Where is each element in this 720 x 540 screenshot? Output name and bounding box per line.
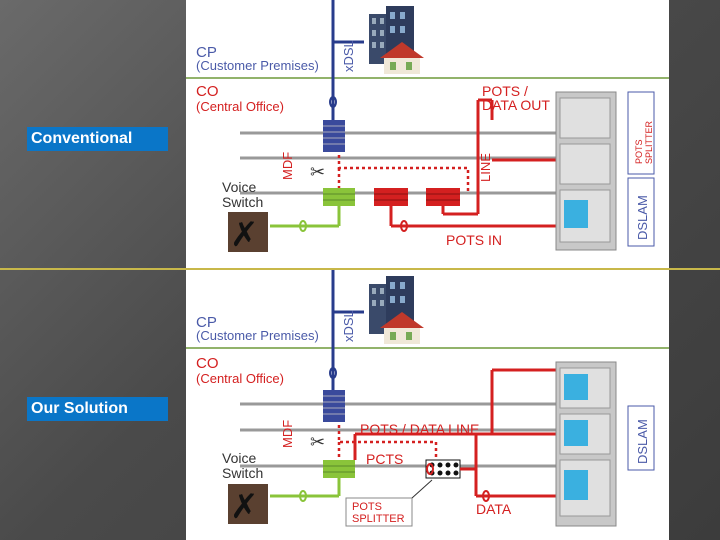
xdsl-label: xDSL <box>341 40 356 72</box>
xdsl-label: xDSL <box>341 310 356 342</box>
pots-splitter-label-2: SPLITTER <box>352 513 405 525</box>
co-full: (Central Office) <box>196 371 284 386</box>
scissors-icon: ✂ <box>310 162 325 182</box>
pots-in-label: POTS IN <box>446 232 502 248</box>
data-label: DATA <box>476 501 512 517</box>
green-block <box>323 188 355 206</box>
green-block <box>323 460 355 478</box>
equipment-rack <box>555 361 617 527</box>
equipment-rack <box>555 91 617 251</box>
mdf-block <box>323 120 345 152</box>
house-icon <box>380 42 424 74</box>
svg-text:✗: ✗ <box>230 487 259 527</box>
cp-abbr: CP <box>196 314 217 331</box>
pots-data-out-2: DATA OUT <box>482 97 550 113</box>
co-abbr: CO <box>196 83 219 100</box>
co-abbr: CO <box>196 355 219 372</box>
house-icon <box>380 312 424 344</box>
pots-data-line-label: POTS / DATA LINE <box>360 421 479 437</box>
mdf-block <box>323 390 345 422</box>
co-full: (Central Office) <box>196 99 284 114</box>
voice-switch-icon: ✗ <box>228 484 268 527</box>
svg-text:✗: ✗ <box>230 215 259 255</box>
dslam-label: DSLAM <box>635 195 650 240</box>
pots-splitter-label-1: POTS <box>352 501 382 513</box>
our-solution-label: Our Solution <box>27 397 168 421</box>
voice-label-2: Switch <box>222 194 263 210</box>
voice-switch-icon: ✗ <box>228 212 268 255</box>
cp-full: (Customer Premises) <box>196 328 319 343</box>
voice-label-2: Switch <box>222 465 263 481</box>
voice-label-1: Voice <box>222 450 256 466</box>
cp-full: (Customer Premises) <box>196 58 319 73</box>
conventional-diagram: CP (Customer Premises) xDSL CO (Central … <box>186 0 669 268</box>
section-separator <box>0 268 720 270</box>
conventional-label: Conventional <box>27 127 168 151</box>
mdf-label: MDF <box>280 420 295 448</box>
office-building-icon <box>369 6 414 64</box>
pots-splitter-label-2: SPLITTER <box>644 120 654 164</box>
pots-splitter-label-1: POTS <box>634 139 644 164</box>
mdf-label: MDF <box>280 152 295 180</box>
pcts-label: PCTS <box>366 451 403 467</box>
red-block <box>374 188 408 206</box>
pcts-block <box>425 459 461 479</box>
scissors-icon: ✂ <box>310 432 325 452</box>
solution-diagram: CP (Customer Premises) xDSL CO (Central … <box>186 270 669 540</box>
cp-abbr: CP <box>196 44 217 61</box>
voice-label-1: Voice <box>222 179 256 195</box>
dslam-label: DSLAM <box>635 419 650 464</box>
line-label: LINE <box>478 153 493 182</box>
pots-data-out-1: POTS / <box>482 83 528 99</box>
red-block-right <box>426 188 460 206</box>
